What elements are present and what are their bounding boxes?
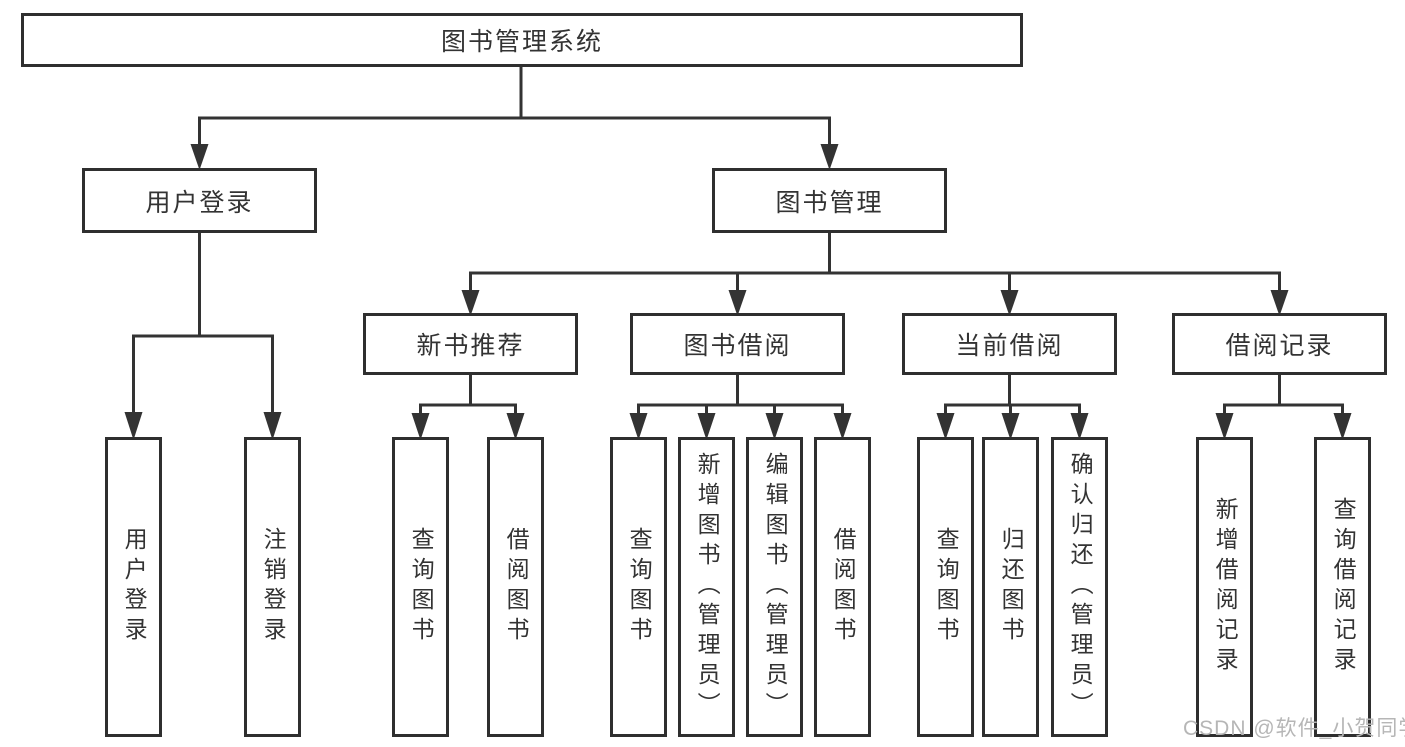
node-user-login: 用户登录 xyxy=(82,168,317,233)
connector-new-book-recommendation-children xyxy=(411,373,525,440)
leaf-label: 编辑图书（管理员） xyxy=(762,452,789,722)
leaf-label: 确认归还（管理员） xyxy=(1067,452,1094,722)
leaf-label: 查询图书 xyxy=(933,527,960,647)
leaf-edit-book-admin: 编辑图书（管理员） xyxy=(746,437,803,737)
node-book-management: 图书管理 xyxy=(712,168,947,233)
watermark: CSDN @软件_小贺同学 xyxy=(1183,717,1405,740)
leaf-query-books-recommend: 查询图书 xyxy=(392,437,449,737)
node-new-book-recommendation: 新书推荐 xyxy=(363,313,578,375)
node-current-borrowing: 当前借阅 xyxy=(902,313,1117,375)
connector-root-to-level2 xyxy=(190,65,839,170)
leaf-confirm-return-admin: 确认归还（管理员） xyxy=(1051,437,1108,737)
leaf-query-borrow-record: 查询借阅记录 xyxy=(1314,437,1371,737)
node-borrowing-records: 借阅记录 xyxy=(1172,313,1387,375)
leaf-return-books: 归还图书 xyxy=(982,437,1039,737)
leaf-label: 归还图书 xyxy=(998,527,1025,647)
connector-user-login-children xyxy=(124,231,282,440)
leaf-label: 新增图书（管理员） xyxy=(694,452,721,722)
leaf-add-book-admin: 新增图书（管理员） xyxy=(678,437,735,737)
leaf-label: 借阅图书 xyxy=(503,527,530,647)
node-root: 图书管理系统 xyxy=(21,13,1023,67)
node-book-borrowing: 图书借阅 xyxy=(630,313,845,375)
leaf-query-books-current: 查询图书 xyxy=(917,437,974,737)
leaf-label: 借阅图书 xyxy=(830,527,857,647)
leaf-label: 查询图书 xyxy=(408,527,435,647)
leaf-logout: 注销登录 xyxy=(244,437,301,737)
leaf-label: 新增借阅记录 xyxy=(1212,497,1239,677)
connector-borrowing-records-children xyxy=(1215,373,1352,440)
leaf-label: 查询借阅记录 xyxy=(1330,497,1357,677)
leaf-add-borrow-record: 新增借阅记录 xyxy=(1196,437,1253,737)
connector-current-borrowing-children xyxy=(936,373,1089,440)
connector-book-management-to-level3 xyxy=(461,231,1289,316)
leaf-borrow-books-borrowing: 借阅图书 xyxy=(814,437,871,737)
leaf-label: 用户登录 xyxy=(121,527,148,647)
leaf-query-books-borrowing: 查询图书 xyxy=(610,437,667,737)
leaf-borrow-books-recommend: 借阅图书 xyxy=(487,437,544,737)
leaf-user-login: 用户登录 xyxy=(105,437,162,737)
leaf-label: 注销登录 xyxy=(260,527,287,647)
leaf-label: 查询图书 xyxy=(626,527,653,647)
connector-book-borrowing-children xyxy=(629,373,852,440)
